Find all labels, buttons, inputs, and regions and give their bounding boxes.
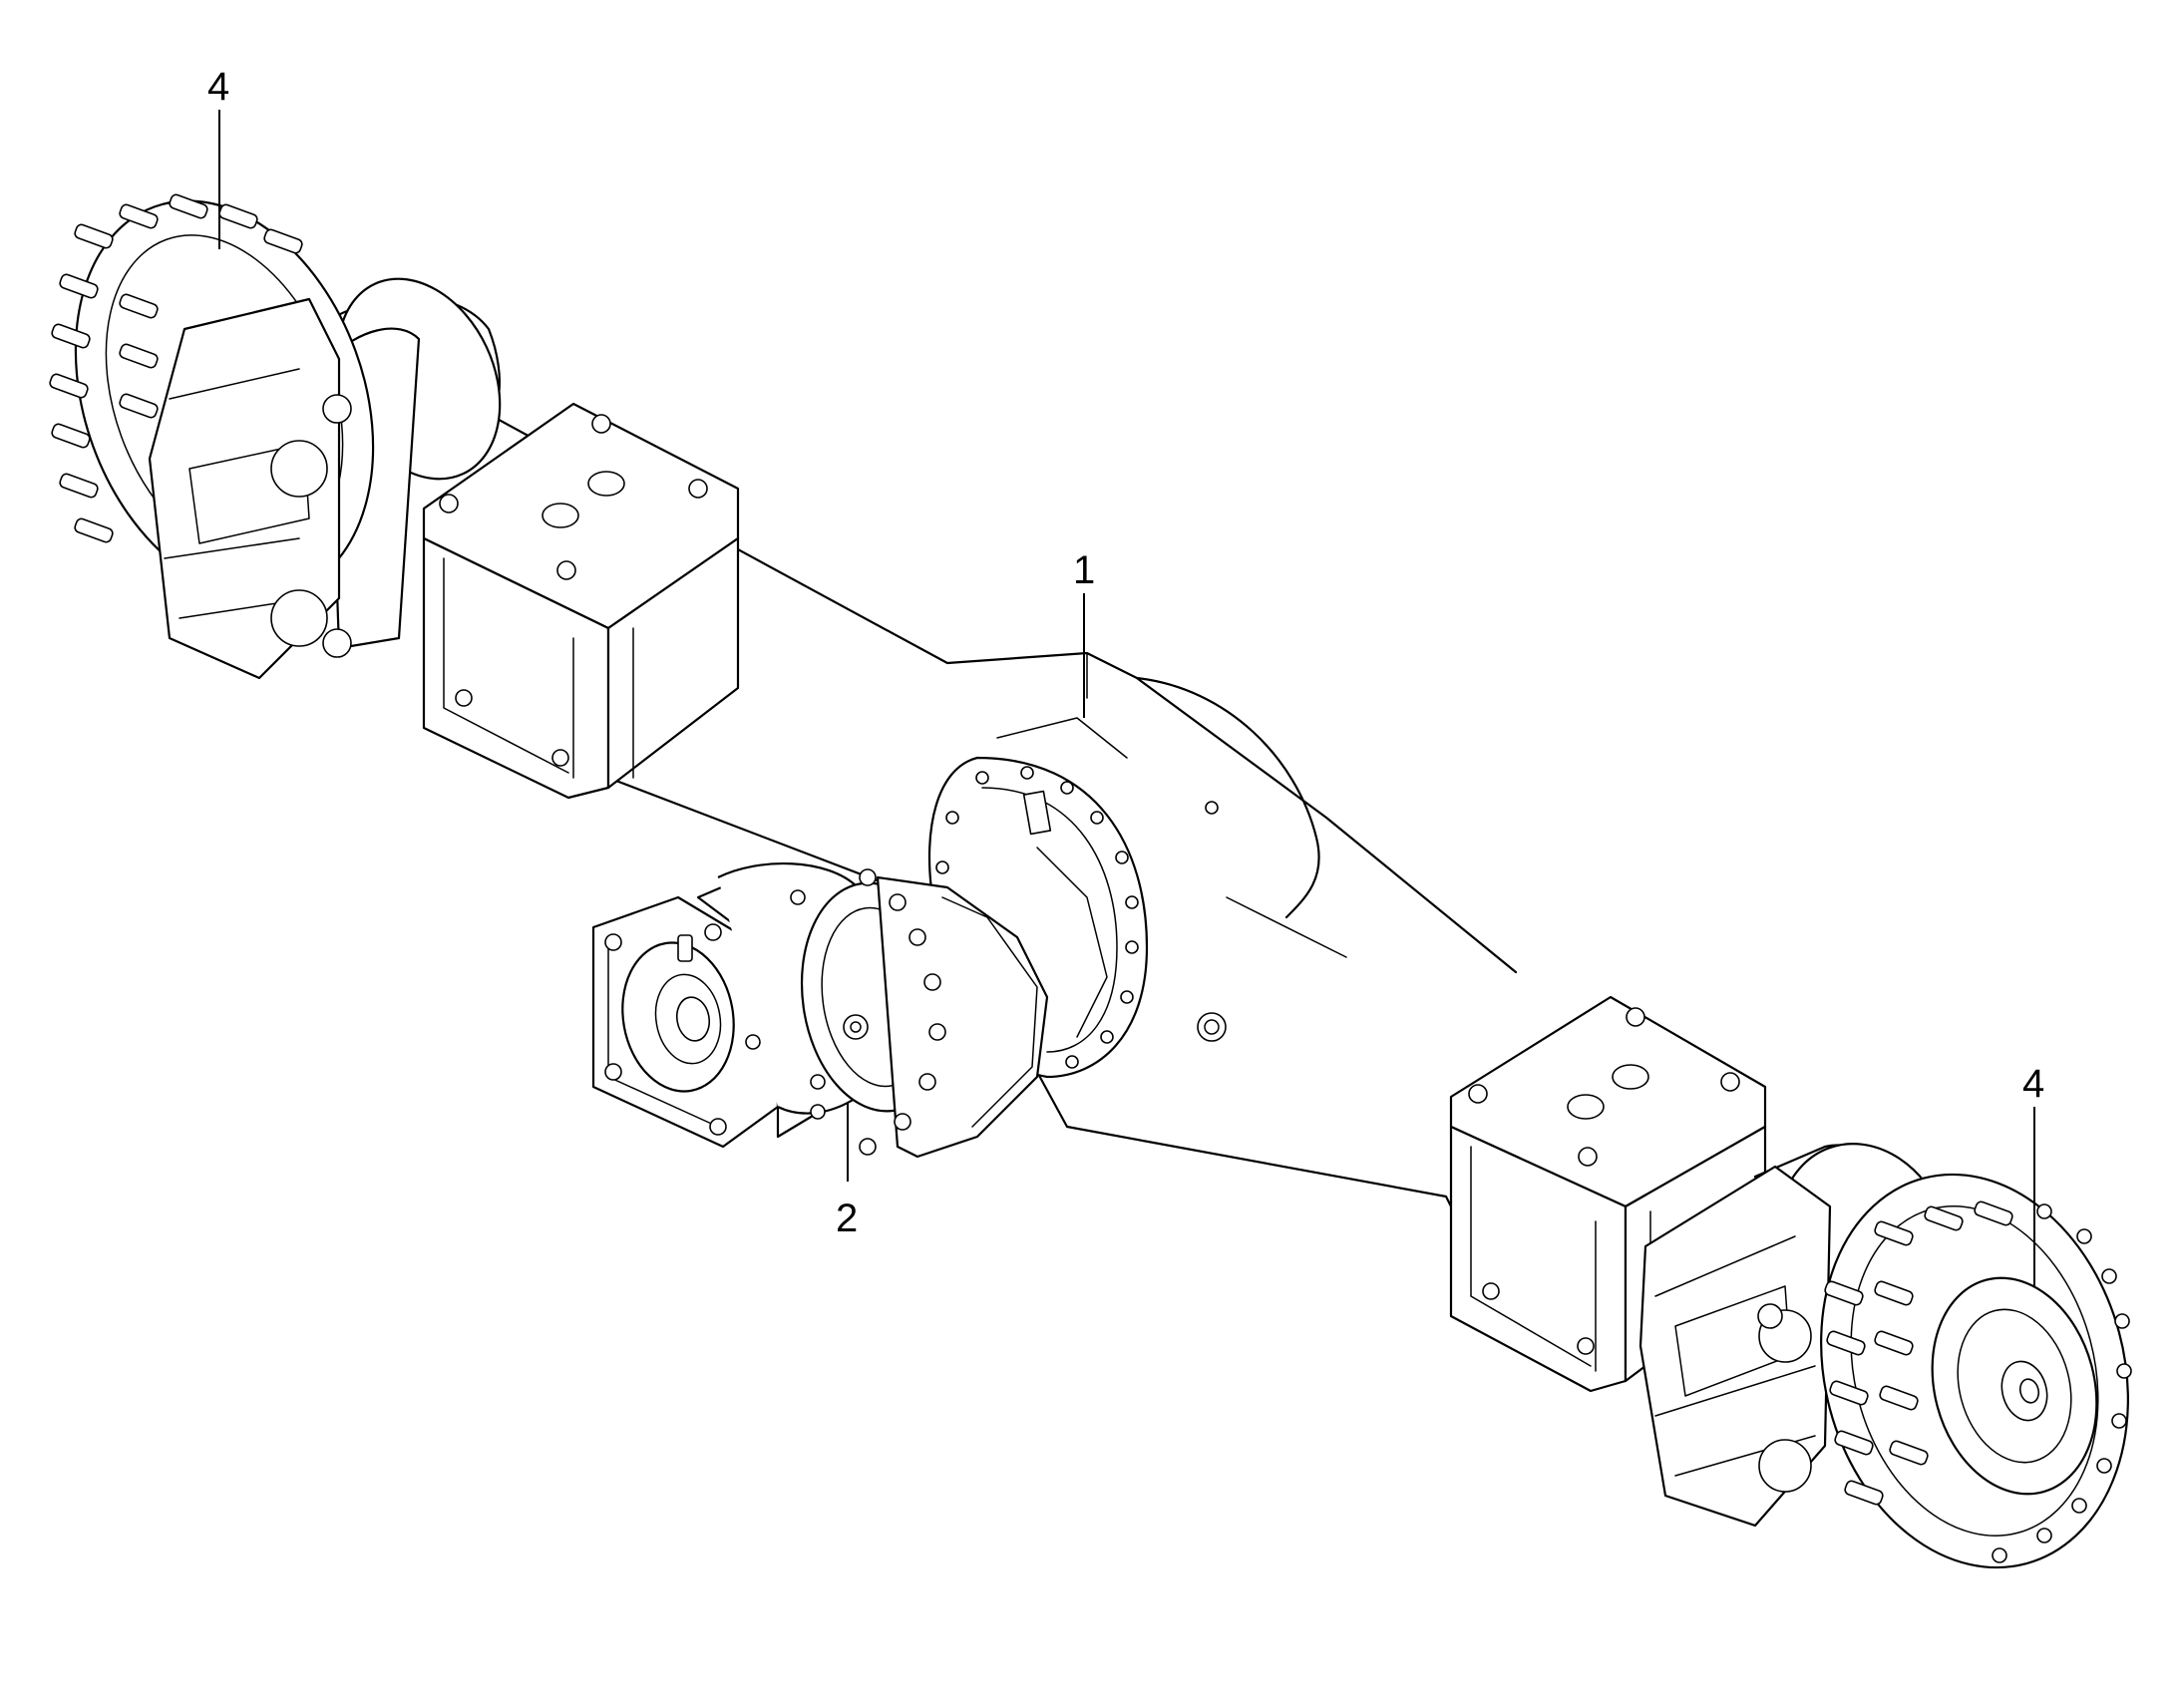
callout-4-right: 4 [2022,1062,2044,1106]
drum-rim-bolts [1992,1203,2132,1563]
differential-assembly [591,861,1049,1159]
wheel-studs-left [49,193,303,543]
carrier-bolts [790,868,946,1156]
leader-lines [218,110,2035,1286]
wheel-hub-left [49,193,502,680]
callout-4-left: 4 [207,65,229,109]
callout-2: 2 [836,1196,858,1240]
callout-1: 1 [1073,548,1095,592]
wheel-hub-right [1638,1143,2132,1569]
spring-seat-left [422,402,740,800]
diff-flange-bolts [935,766,1139,1069]
wheel-studs-right [1824,1200,2013,1506]
